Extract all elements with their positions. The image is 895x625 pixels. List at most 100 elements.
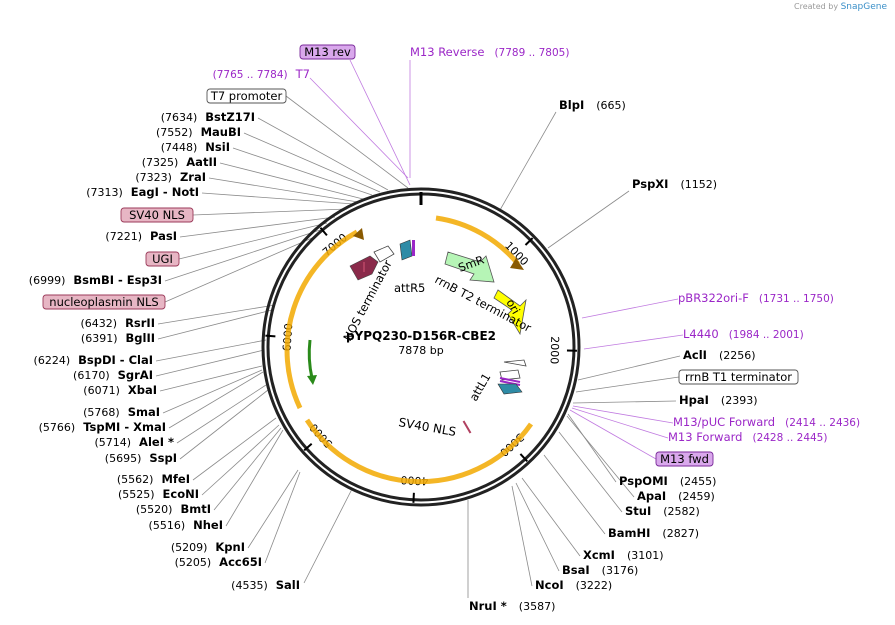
feature-aada-arrow — [510, 258, 524, 270]
label-blpi[interactable]: BlpI(665) — [559, 98, 626, 112]
label-name-t7: T7 — [295, 67, 310, 81]
label-econi[interactable]: (5525)EcoNI — [118, 487, 199, 501]
maroon-tick-1 — [363, 262, 365, 272]
tick-label-2000: 2000 — [548, 336, 562, 364]
leader-l4440 — [583, 334, 684, 350]
label-bamhi[interactable]: BamHI(2827) — [608, 526, 699, 540]
label-name-sali: SalI — [276, 578, 300, 592]
label-pos-maubi: (7552) — [156, 126, 193, 139]
feature-arcs — [284, 215, 534, 485]
label-name-bsmbi: BsmBI - Esp3I — [73, 273, 162, 287]
feature-cas-arc-left — [284, 229, 359, 410]
label-m13fwdbox[interactable]: M13 fwd — [660, 452, 709, 466]
label-name-hpai: HpaI — [679, 393, 709, 407]
label-pos-mfei: (5562) — [117, 473, 154, 486]
label-box-sv40nls1 — [120, 207, 194, 223]
label-box-ugi — [145, 251, 180, 267]
label-pos-acc65i: (5205) — [175, 556, 212, 569]
label-acc65i[interactable]: (5205)Acc65I — [175, 555, 262, 569]
label-pos-tspmi: (5766) — [39, 421, 76, 434]
label-m13puc[interactable]: M13/pUC Forward(2414 .. 2436) — [673, 415, 860, 429]
label-l4440[interactable]: L4440(1984 .. 2001) — [683, 327, 804, 341]
credit-brand: SnapGene — [840, 2, 887, 12]
label-hpai[interactable]: HpaI(2393) — [679, 393, 757, 407]
label-sv40nls1[interactable]: SV40 NLS — [129, 208, 185, 222]
label-pos-blpi: (665) — [596, 99, 626, 112]
label-ncoi[interactable]: NcoI(3222) — [535, 578, 612, 592]
label-m13rev[interactable]: M13 Reverse(7789 .. 7805) — [410, 45, 569, 59]
label-name-ncoi: NcoI — [535, 578, 564, 592]
label-rsrii[interactable]: (6432)RsrII — [80, 316, 155, 330]
leader-bsai — [515, 482, 560, 572]
label-name-pspomi: PspOMI — [619, 474, 668, 488]
label-bstz17i[interactable]: (7634)BstZ17I — [161, 110, 255, 124]
label-pbr322[interactable]: pBR322ori-F(1731 .. 1750) — [678, 291, 834, 305]
label-pos-l4440: (1984 .. 2001) — [729, 329, 804, 341]
label-sali[interactable]: (4535)SalI — [231, 578, 300, 592]
feature-green-arrow — [307, 375, 317, 385]
label-bsai[interactable]: BsaI(3176) — [562, 563, 638, 577]
label-apai[interactable]: ApaI(2459) — [637, 489, 715, 503]
label-name-pasi: PasI — [150, 229, 177, 243]
leader-bmti — [213, 427, 282, 511]
sv40-inner-label: SV40 NLS — [397, 415, 457, 439]
label-m13rev-box[interactable]: M13 rev — [304, 45, 351, 59]
label-pasi[interactable]: (7221) PasI — [105, 229, 177, 243]
label-eagi[interactable]: (7313) EagI - NotI — [86, 185, 199, 199]
label-bspdi[interactable]: (6224)BspDI - ClaI — [34, 353, 153, 367]
label-t7[interactable]: (7765 .. 7784)T7 — [213, 67, 310, 81]
label-name-sgrai: SgrAI — [118, 368, 153, 382]
label-kpni[interactable]: (5209)KpnI — [171, 540, 245, 554]
leader-blpi — [499, 111, 557, 211]
label-pos-stui: (2582) — [663, 505, 700, 518]
label-pos-zrai: (7323) — [135, 171, 172, 184]
label-pos-eagi: (7313) — [86, 186, 123, 199]
label-alei[interactable]: (5714)AleI * — [94, 435, 174, 449]
leader-alei — [176, 384, 267, 444]
label-smai[interactable]: (5768)SmaI — [83, 405, 160, 419]
label-sgrai[interactable]: (6170)SgrAI — [73, 368, 153, 382]
label-zrai[interactable]: (7323)ZraI — [135, 170, 206, 184]
leader-acc65i — [264, 471, 301, 564]
leader-pbr322 — [581, 298, 679, 319]
label-name-aatii: AatII — [186, 155, 217, 169]
label-name-eagi: EagI - NotI — [131, 185, 199, 199]
label-bglii[interactable]: (6391)BglII — [81, 331, 155, 345]
label-pos-alei: (5714) — [94, 436, 131, 449]
label-pspxi[interactable]: PspXI(1152) — [632, 177, 717, 191]
leader-bstz17i — [257, 117, 389, 191]
plasmid-size: 7878 bp — [398, 344, 443, 357]
label-ugi[interactable]: UGI — [152, 252, 173, 266]
label-acli[interactable]: AclI(2256) — [683, 348, 756, 362]
label-mfei[interactable]: (5562)MfeI — [117, 472, 190, 486]
label-nuclnls[interactable]: nucleoplasmin NLS — [49, 295, 158, 309]
label-sspi[interactable]: (5695)SspI — [105, 451, 177, 465]
label-bmti[interactable]: (5520)BmtI — [136, 502, 211, 516]
teal-arrow-2 — [497, 383, 523, 395]
label-pos-pasi: (7221) — [105, 230, 142, 243]
label-pos-bglii: (6391) — [81, 332, 118, 345]
label-nhei[interactable]: (5516)NheI — [149, 518, 223, 532]
tick-line-1000 — [524, 237, 534, 246]
label-xbai[interactable]: (6071)XbaI — [83, 383, 157, 397]
leader-sspi — [179, 389, 269, 460]
label-tspmi[interactable]: (5766)TspMI - XmaI — [39, 420, 166, 434]
label-pspomi[interactable]: PspOMI(2455) — [619, 474, 716, 488]
label-xcmi[interactable]: XcmI(3101) — [583, 548, 664, 562]
label-m13fwd[interactable]: M13 Forward(2428 .. 2445) — [668, 430, 827, 444]
backbone-outer — [261, 187, 581, 507]
leader-nhei — [225, 429, 284, 527]
label-nsii[interactable]: (7448)NsiI — [161, 140, 230, 154]
label-pos-smai: (5768) — [83, 406, 120, 419]
label-rrnbt1[interactable]: rrnB T1 terminator — [685, 370, 792, 384]
leader-smai — [162, 369, 263, 414]
leader-m13puc — [572, 405, 674, 424]
label-bsmbi[interactable]: (6999)BsmBI - Esp3I — [29, 273, 162, 287]
label-nrui[interactable]: NruI *(3587) — [469, 599, 555, 613]
label-stui[interactable]: StuI(2582) — [625, 504, 700, 518]
label-aatii[interactable]: (7325)AatII — [142, 155, 217, 169]
label-t7prom[interactable]: T7 promoter — [210, 89, 283, 103]
label-maubi[interactable]: (7552)MauBI — [156, 125, 241, 139]
tick-line-6000 — [265, 334, 276, 338]
